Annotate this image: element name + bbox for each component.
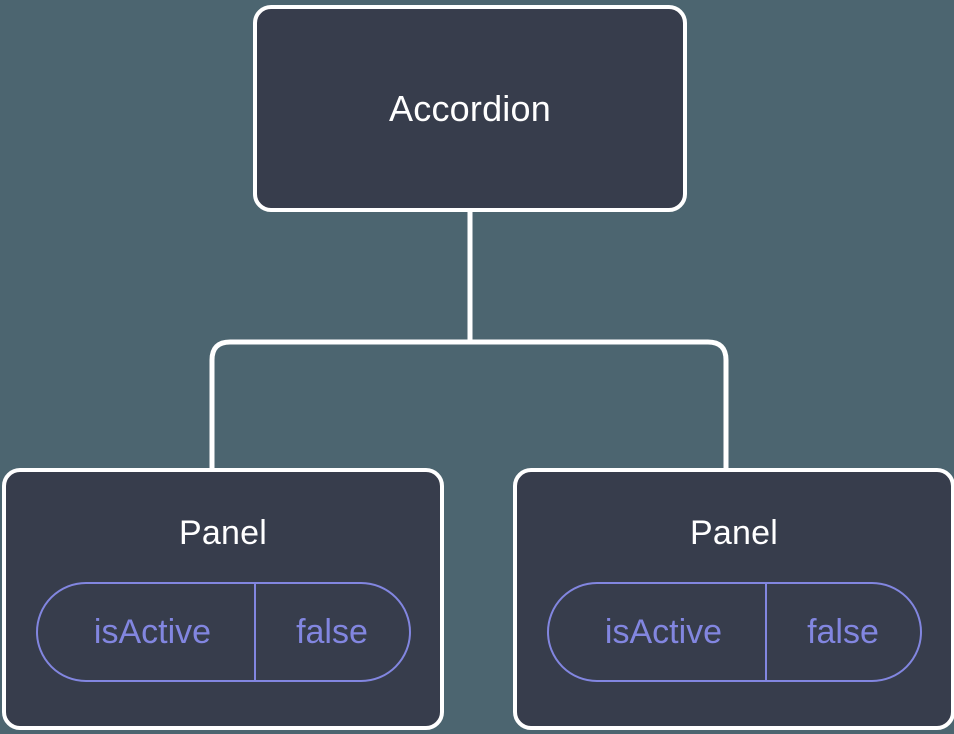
node-panel-left-label: Panel (179, 514, 267, 552)
node-accordion[interactable]: Accordion (253, 5, 687, 212)
node-panel-right-label: Panel (690, 514, 778, 552)
connector-branch-left (209, 339, 470, 468)
node-panel-right[interactable]: Panel isActive false (513, 468, 954, 730)
connector-branch-right (470, 339, 729, 468)
state-pill-right[interactable]: isActive false (546, 582, 922, 682)
state-pill-left[interactable]: isActive false (35, 582, 411, 682)
state-pill-left-value: false (253, 584, 409, 680)
state-pill-left-key: isActive (93, 613, 212, 651)
state-pill-right-key: isActive (604, 613, 723, 651)
node-panel-left[interactable]: Panel isActive false (2, 468, 444, 730)
state-pill-right-value: false (764, 584, 920, 680)
node-accordion-label: Accordion (389, 87, 551, 129)
